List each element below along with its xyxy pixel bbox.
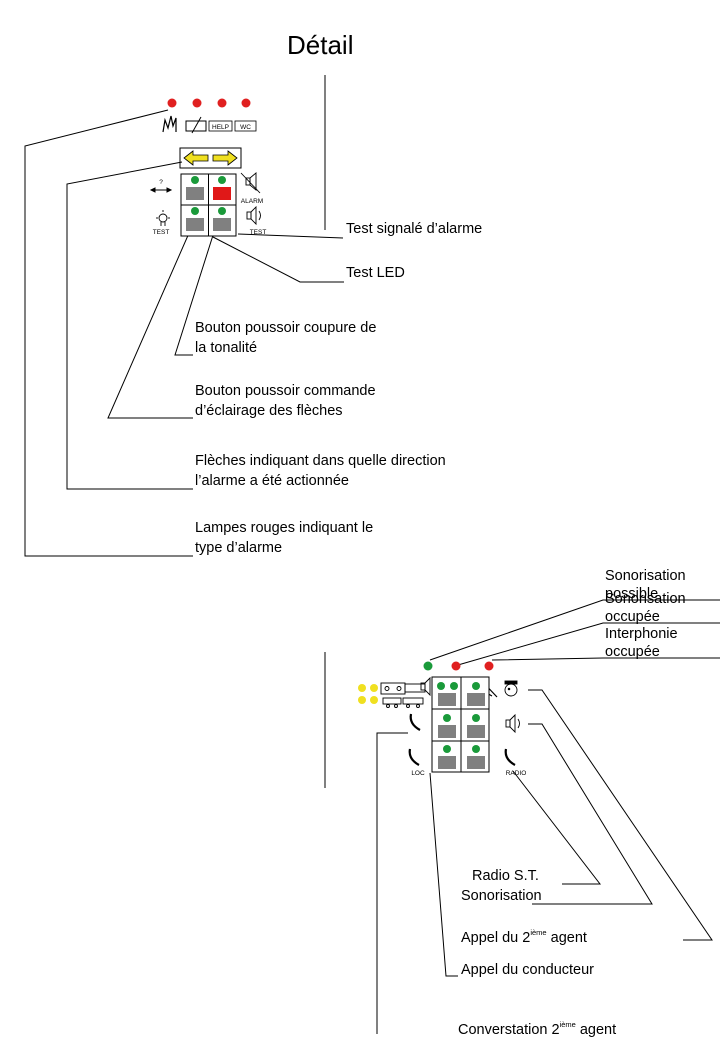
sono-possible-button[interactable]	[438, 693, 456, 706]
lamp-icon	[156, 210, 170, 226]
train-icon	[382, 683, 426, 708]
question-label: ?	[159, 179, 163, 186]
green-led	[472, 714, 480, 722]
speaker-icon	[246, 205, 261, 226]
wc-box	[234, 120, 257, 132]
help-label: HELP	[212, 124, 229, 131]
label-arrows-btn-line1: Bouton poussoir commande	[195, 383, 376, 399]
label-red-lamps-line1: Lampes rouges indiquant le	[195, 520, 374, 536]
flame-icon	[162, 115, 177, 133]
leader-red-lamps	[24, 109, 193, 557]
help-box	[208, 120, 233, 132]
red-lamp	[167, 98, 177, 108]
double-arrow-icon	[149, 187, 173, 193]
label-sonorisation: Sonorisation	[461, 888, 542, 904]
leader-test-led	[212, 236, 344, 283]
alarm-label: ALARM	[241, 198, 263, 205]
green-led	[191, 176, 199, 184]
leader-mute	[174, 209, 222, 356]
arrows-light-button[interactable]	[186, 187, 204, 200]
direction-arrows	[179, 147, 242, 169]
green-led	[450, 682, 458, 690]
right-arrow-icon	[212, 150, 238, 166]
yellow-leds	[358, 684, 378, 704]
label-test-led: Test LED	[346, 265, 405, 281]
test-led-button[interactable]	[186, 218, 204, 231]
bottom-panel: LOC RADIO	[358, 661, 527, 777]
leader-radio	[512, 770, 602, 885]
leader-sono-possible	[429, 599, 720, 661]
label-sono-possible-1: Sonorisation	[605, 568, 686, 584]
mute-button[interactable]	[213, 187, 231, 200]
conversation-button[interactable]	[438, 725, 456, 738]
label-arrows-line2: l’alarme a été actionnée	[195, 473, 349, 489]
green-led	[443, 745, 451, 753]
label-appel-agent2: Appel du 2ième agent	[461, 928, 587, 946]
red-led	[451, 661, 461, 671]
tape-recorder-icon	[380, 682, 406, 695]
red-lamp	[241, 98, 251, 108]
phone-icon	[409, 713, 421, 731]
phone-icon	[504, 748, 516, 766]
wc-label: WC	[240, 124, 251, 131]
agent-head-icon	[504, 680, 518, 697]
radio-label: RADIO	[506, 770, 527, 777]
test-alarm-button[interactable]	[213, 218, 231, 231]
leader-conversation	[376, 732, 408, 1034]
green-led	[437, 682, 445, 690]
left-arrow-icon	[183, 150, 209, 166]
red-lamp	[217, 98, 227, 108]
loc-label: LOC	[411, 770, 425, 777]
green-led	[218, 176, 226, 184]
green-led	[472, 682, 480, 690]
label-sono-possible-2: possible	[605, 586, 659, 602]
label-mute-line1: Bouton poussoir coupure de	[195, 320, 377, 336]
leader-interph	[491, 657, 720, 661]
green-led	[191, 207, 199, 215]
test-label-left: TEST	[153, 229, 170, 236]
green-led	[443, 714, 451, 722]
label-interph-2: occupée	[605, 644, 660, 660]
phone-icon	[408, 748, 420, 766]
leader-test-alarm	[237, 233, 344, 239]
green-led	[472, 745, 480, 753]
radio-button[interactable]	[467, 756, 485, 769]
red-lamp	[192, 98, 202, 108]
label-interph-1: Interphonie	[605, 626, 678, 642]
top-panel: HELP WC ? ALARM	[149, 98, 267, 237]
label-appel-conducteur: Appel du conducteur	[461, 962, 595, 978]
leader-agent2	[528, 689, 713, 941]
label-test-alarm: Test signalé d’alarme	[346, 221, 483, 237]
leader-sono	[528, 723, 653, 905]
agent2-button[interactable]	[467, 693, 485, 706]
green-led	[218, 207, 226, 215]
leader-conducteur	[429, 772, 458, 977]
label-mute-line2: la tonalité	[195, 340, 258, 356]
test-label-right: TEST	[250, 229, 267, 236]
speaker-icon	[505, 713, 520, 734]
label-conversation: Converstation 2ième agent	[458, 1020, 617, 1038]
label-arrows-btn-line2: d’éclairage des flèches	[195, 403, 343, 419]
leader-arrows	[66, 161, 193, 490]
leader-sono-busy	[457, 622, 720, 666]
label-radio-st: Radio S.T.	[472, 868, 539, 884]
mute-speaker-icon	[240, 172, 261, 194]
sono-button[interactable]	[467, 725, 485, 738]
red-led	[484, 661, 494, 671]
label-sono-busy-1: Sonorisation	[605, 591, 686, 607]
door-icon	[185, 116, 207, 134]
leader-arrows-btn	[107, 207, 201, 419]
label-red-lamps-line2: type d’alarme	[195, 540, 283, 556]
driver-call-button[interactable]	[438, 756, 456, 769]
green-led	[423, 661, 433, 671]
page-title: Détail	[287, 30, 354, 60]
label-arrows-line1: Flèches indiquant dans quelle direction	[195, 453, 446, 469]
label-sono-busy-2: occupée	[605, 609, 660, 625]
